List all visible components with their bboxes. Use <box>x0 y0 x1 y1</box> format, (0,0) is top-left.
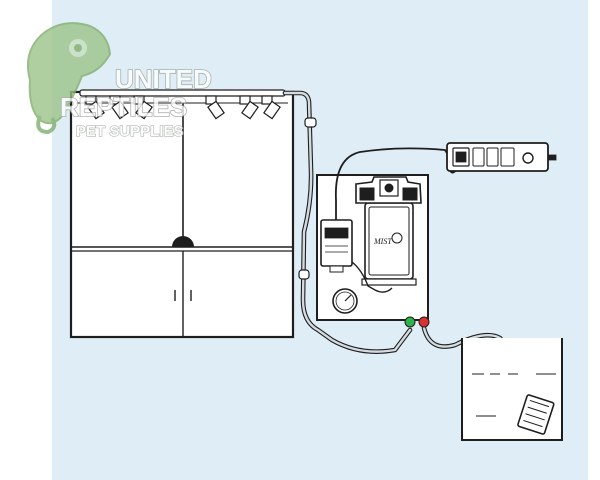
pump-logo-text: MIST <box>373 237 392 246</box>
nozzle-3 <box>133 95 153 120</box>
intake-filter <box>517 394 555 435</box>
nozzle-2 <box>109 95 129 120</box>
valve-green <box>404 316 416 328</box>
nozzle-6 <box>261 95 281 120</box>
door-lock-knob <box>172 236 194 247</box>
cabinet-frame <box>69 90 295 339</box>
water-reservoir <box>461 338 563 441</box>
outlet-1-icon <box>472 147 485 167</box>
nozzle-1 <box>85 95 105 120</box>
outlet-2-icon <box>486 147 499 167</box>
adapter-pump-cable <box>351 261 393 293</box>
watermark-line-1: UNITED <box>115 64 212 94</box>
power-strip <box>446 142 557 172</box>
watermark: UNITED REPTILES PET SUPPLIES <box>26 22 213 141</box>
outlet-3-icon <box>500 147 515 167</box>
nozzle-line <box>79 89 286 120</box>
pump-logo-icon <box>391 232 403 244</box>
nozzle-4 <box>205 95 225 120</box>
power-strip-indicator <box>522 152 534 164</box>
valve-red <box>418 316 430 328</box>
water-surface <box>472 373 556 421</box>
watermark-line-3: PET SUPPLIES <box>76 123 184 140</box>
nozzle-5 <box>239 95 259 120</box>
power-cable <box>335 147 459 220</box>
power-adapter <box>320 219 353 267</box>
pump-unit: MIST <box>316 174 430 328</box>
chameleon-icon <box>26 22 112 135</box>
tube-clip-lower <box>298 269 310 280</box>
power-strip-cord <box>547 154 557 161</box>
enclosure-cabinet <box>69 90 295 339</box>
pump-base <box>361 278 417 286</box>
watermark-line-2: REPTILES <box>60 92 187 122</box>
pressure-gauge-needle <box>344 294 352 302</box>
tube-clip-upper <box>304 117 317 128</box>
